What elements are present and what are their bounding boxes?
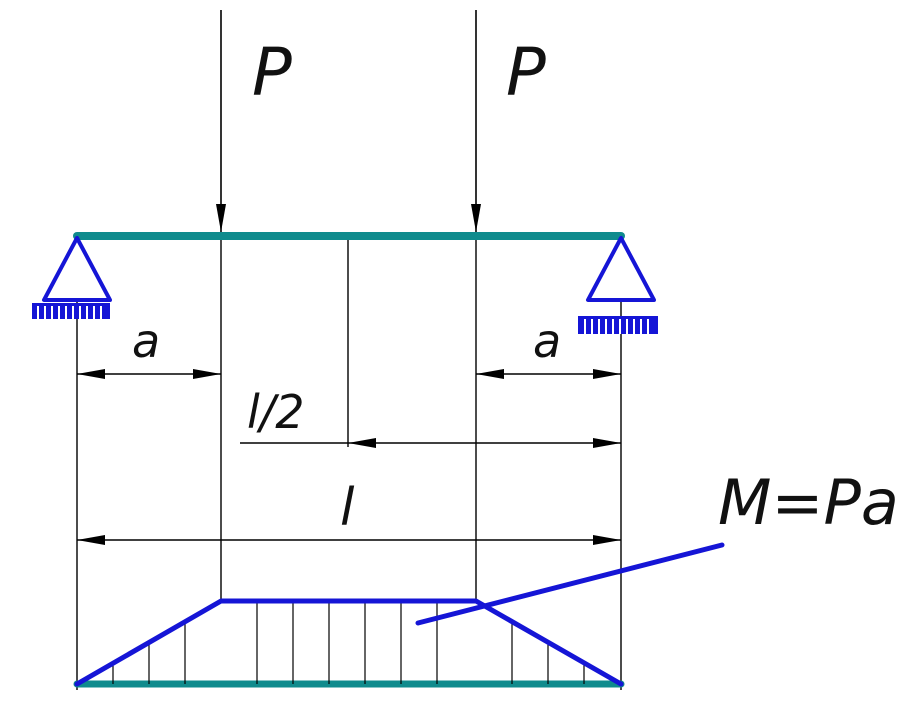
moment-diagram	[74, 598, 624, 687]
label-dim-a-right: a	[533, 314, 561, 368]
support-right-hatch-lines	[584, 319, 649, 334]
label-moment: M=Pa	[718, 466, 897, 539]
label-dim-span: l	[340, 478, 355, 538]
label-dim-half: l/2	[247, 385, 305, 439]
support-left	[32, 236, 112, 319]
extension-lines	[76, 238, 622, 690]
support-left-hatch-lines	[37, 306, 102, 319]
label-load-left: P	[252, 34, 292, 111]
support-right-hatch-base	[578, 316, 658, 334]
dimension-lines	[77, 369, 621, 545]
support-left-triangle	[42, 236, 112, 302]
label-load-right: P	[506, 34, 546, 111]
moment-hatching	[112, 601, 585, 684]
moment-leader-line	[415, 542, 725, 626]
support-right	[578, 236, 658, 334]
load-arrows	[216, 10, 481, 232]
label-dim-a-left: a	[132, 314, 160, 368]
support-right-triangle	[586, 236, 656, 302]
support-left-hatch-base	[32, 303, 110, 319]
